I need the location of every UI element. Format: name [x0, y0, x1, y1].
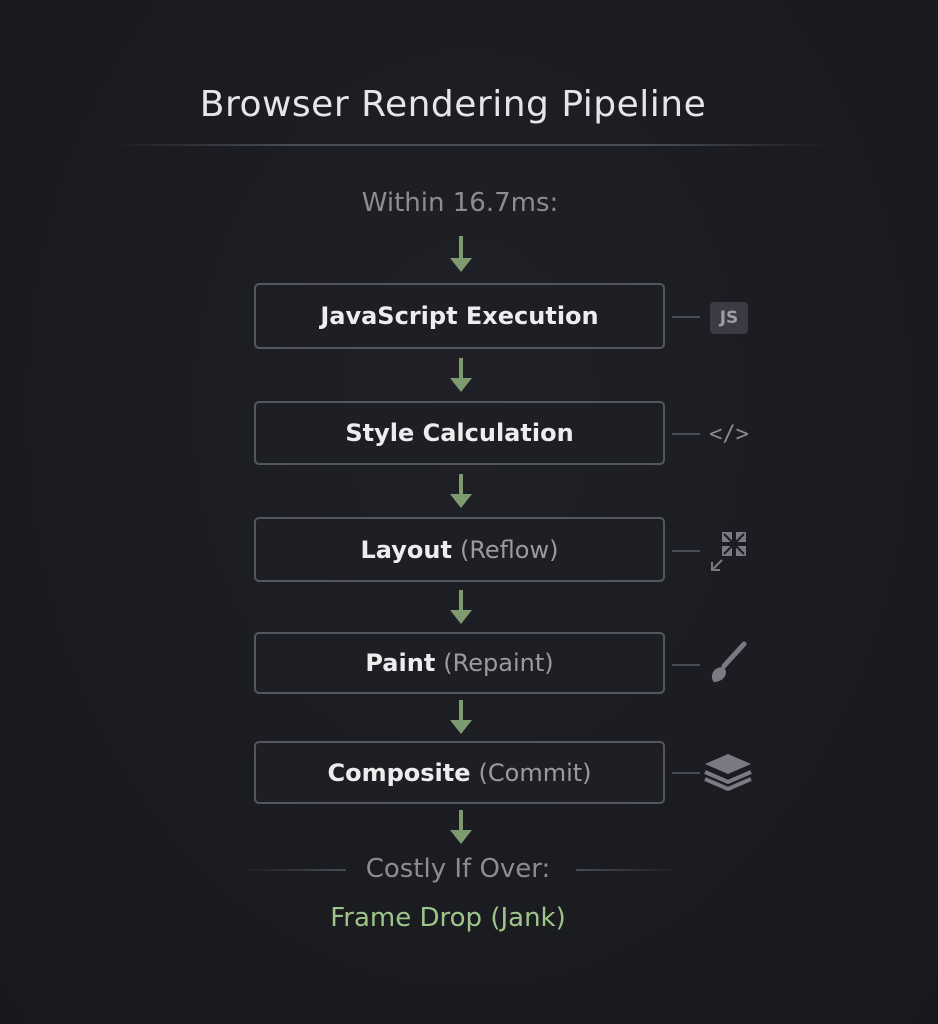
icon-connector — [672, 664, 700, 666]
flow-arrow-icon — [448, 810, 474, 844]
footer-divider-left — [240, 869, 346, 871]
step-label: Style Calculation — [345, 419, 574, 447]
js-icon: JS — [710, 302, 748, 334]
footer-divider-right — [576, 869, 682, 871]
flow-arrow-icon — [448, 700, 474, 734]
icon-connector — [672, 316, 700, 318]
flow-arrow-icon — [448, 358, 474, 392]
icon-connector — [672, 550, 700, 552]
step-sublabel: (Repaint) — [443, 649, 554, 677]
icon-connector — [672, 772, 700, 774]
code-icon: </> — [709, 421, 749, 447]
step-composite: Composite (Commit) — [254, 741, 665, 804]
step-label: Paint — [365, 649, 436, 677]
icon-connector — [672, 433, 700, 435]
layout-reflow-icon — [708, 530, 752, 574]
step-paint: Paint (Repaint) — [254, 632, 665, 694]
step-javascript-execution: JavaScript Execution — [254, 283, 665, 349]
step-sublabel: (Commit) — [478, 758, 592, 787]
paintbrush-icon — [706, 640, 750, 686]
step-label: JavaScript Execution — [320, 302, 599, 330]
step-sublabel: (Reflow) — [459, 535, 559, 564]
flow-arrow-icon — [448, 236, 474, 272]
step-layout: Layout (Reflow) — [254, 517, 665, 582]
layers-icon — [703, 752, 753, 792]
time-budget-label: Within 16.7ms: — [361, 188, 559, 218]
step-label: Composite — [327, 758, 471, 787]
flow-arrow-icon — [448, 474, 474, 508]
frame-drop-result: Frame Drop (Jank) — [330, 903, 566, 933]
step-style-calculation: Style Calculation — [254, 401, 665, 465]
flow-arrow-icon — [448, 590, 474, 624]
diagram-title: Browser Rendering Pipeline — [199, 84, 707, 125]
js-badge-text: JS — [710, 302, 748, 334]
step-label: Layout — [360, 535, 452, 564]
title-divider — [110, 144, 830, 146]
cost-threshold-label: Costly If Over: — [365, 854, 551, 884]
